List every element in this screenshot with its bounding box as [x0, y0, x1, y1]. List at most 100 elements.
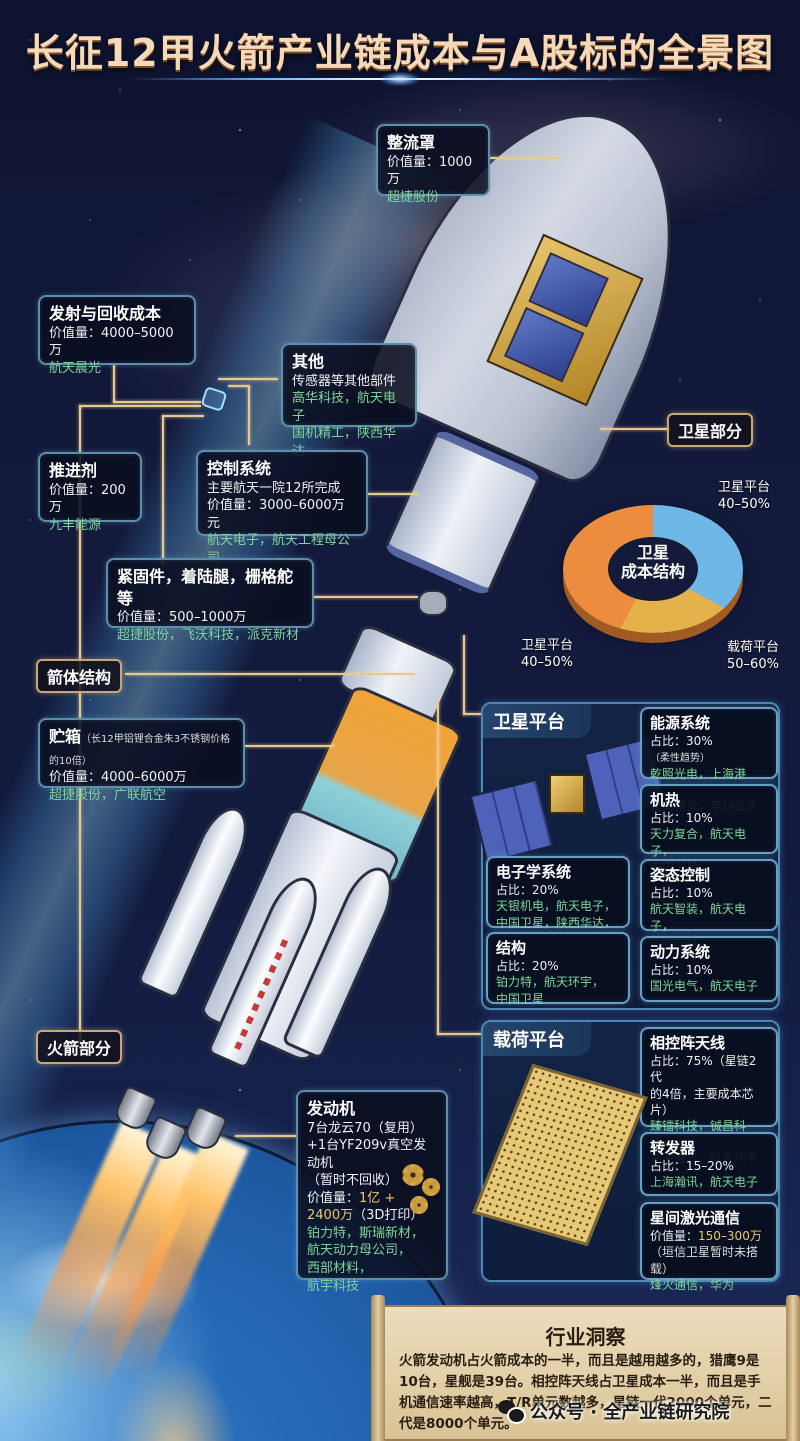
center-line: 成本结构 [620, 562, 685, 582]
label-value: 40–50% [521, 654, 573, 670]
propellant-card: 推进剂 价值量：200万 九丰能源 [38, 452, 142, 533]
company-list: 航天智装，航天电子， [650, 902, 747, 933]
connector-line [125, 673, 415, 675]
company-list: 中国卫星 [496, 991, 545, 1006]
subsystem-name: 结构 [496, 939, 527, 957]
center-line: 卫星 [636, 543, 669, 562]
company-list: 超捷股份 [387, 189, 440, 205]
value-line: 价值量：1亿 + [307, 1190, 437, 1208]
subsystem-name: 转发器 [650, 1139, 696, 1157]
satellite-bus-illustration [549, 774, 585, 814]
solar-panel-illustration [469, 778, 555, 864]
satellite-cost-donut-chart: 卫星 成本结构 [555, 505, 745, 635]
ratio-label: 占比： [496, 883, 533, 898]
value-amount: 200万 [49, 482, 126, 516]
tag-satellite-section: 卫星部分 [667, 413, 754, 447]
card-title: 推进剂 [49, 461, 98, 480]
ratio-value: 30% [686, 734, 713, 749]
company-list: 国光电气，航天电子 [650, 979, 759, 994]
card-title: 控制系统 [207, 459, 272, 478]
ratio-line: 占比：20% [496, 882, 620, 898]
engine-desc: （暂时不回收） [307, 1173, 399, 1189]
value-label: 价值量： [387, 154, 440, 170]
label-value: 50–60% [727, 656, 779, 672]
company-list: 中国卫星，陕西华达， [496, 915, 617, 930]
company-list: 天力复合，航天电子， [650, 827, 747, 858]
company-list: 高华科技，航天电子 [292, 391, 397, 424]
value-label: 价值量： [117, 610, 170, 626]
value-amount: 4000–6000万 [101, 770, 187, 786]
subsystem-name: 星间激光通信 [650, 1209, 741, 1227]
description: 主要航天一院12所完成 [207, 480, 341, 496]
payload-platform-panel: 载荷平台 相控阵天线 占比：75%（星链2代 的4倍，主要成本芯片） 臻镭科技，… [481, 1020, 780, 1292]
card-title: 发射与回收成本 [49, 304, 162, 323]
ratio-note: 的4倍，主要成本芯片） [650, 1086, 754, 1117]
connector-line [113, 363, 115, 403]
company-list: 九丰能源 [49, 517, 102, 533]
gear-icon [422, 1178, 440, 1196]
ratio-label: 占比： [650, 886, 687, 901]
company-list: 超捷股份，广联航空 [49, 787, 167, 803]
fairing-card: 整流罩 价值量：1000万 超捷股份 [376, 124, 490, 205]
card-title: 贮箱（长12甲铝锂合金朱3不锈钢价格的10倍） [49, 726, 234, 769]
title-glow-divider [130, 72, 670, 86]
ratio-label: 占比： [650, 734, 687, 749]
ratio-line: 占比：10% [650, 885, 768, 901]
subsystem-name: 能源系统 [650, 714, 711, 732]
value-label: 价值量： [49, 770, 102, 786]
value-note: （3D打印） [353, 1208, 424, 1224]
ratio-line: 占比：10% [650, 962, 768, 978]
label-name: 卫星平台 [521, 638, 574, 653]
label-name: 卫星平台 [718, 480, 771, 495]
connector-line [218, 378, 278, 380]
value-label: 价值量： [307, 1190, 360, 1206]
connector-line [368, 493, 418, 495]
donut-ring [563, 505, 743, 633]
connector-line [437, 700, 439, 1035]
value-amount: 3000–6000万元 [207, 498, 345, 531]
value-amount: 2400万 [307, 1208, 354, 1224]
ratio-value: 20% [532, 959, 559, 974]
connector-line [490, 157, 560, 159]
subsystem-card: 转发器 占比：15–20% 上海瀚讯，航天电子 [640, 1132, 778, 1196]
ratio-value: 75%（星链2代 [650, 1054, 757, 1085]
ratio-label: 占比： [650, 811, 687, 826]
title-text: 贮箱 [49, 727, 82, 746]
connector-line [228, 385, 250, 387]
value-amount: 4000–5000万 [49, 325, 174, 359]
ratio-note: （柔性趋势） [650, 753, 710, 765]
subsystem-name: 电子学系统 [496, 863, 572, 881]
value-line: 价值量：4000–6000万 [49, 769, 234, 787]
company-list: 铂力特，斯瑞新材， [307, 1225, 425, 1241]
ratio-value: 10% [686, 811, 713, 826]
subsystem-name: 机热 [650, 791, 681, 809]
connector-line [162, 415, 204, 417]
ratio-line: 占比：15–20% [650, 1158, 768, 1174]
connector-line [113, 401, 201, 403]
ratio-line: 占比：75%（星链2代 [650, 1053, 768, 1085]
panel-title: 载荷平台 [483, 1022, 591, 1056]
connector-line [313, 596, 418, 598]
connector-line [463, 635, 465, 715]
company-list: 航天动力母公司， [307, 1243, 412, 1259]
ratio-value: 15–20% [686, 1159, 734, 1174]
subsystem-name: 相控阵天线 [650, 1034, 726, 1052]
value-label: 价值量： [49, 482, 102, 498]
engine-desc: 7台龙云70（复用） [307, 1120, 423, 1136]
subsystem-card: 电子学系统 占比：20% 天银机电，航天电子， 中国卫星，陕西华达， [486, 856, 630, 930]
company-list: 航宇科技 [307, 1278, 360, 1294]
company-list: 烽火通信，华为 [650, 1277, 735, 1292]
insight-title: 行业洞察 [545, 1325, 626, 1349]
company-list: 铂力特，航天环宇， [496, 975, 605, 990]
others-card: 其他 传感器等其他部件 高华科技，航天电子 国机精工，陕西华达 [281, 343, 417, 459]
card-title: 紧固件，着陆腿，栅格舵等 [117, 567, 294, 608]
gear-icon [410, 1196, 428, 1214]
value-line: 价值量：150–300万 [650, 1228, 768, 1244]
donut-label-bottom-right: 载荷平台 50–60% [727, 640, 779, 674]
card-title: 整流罩 [387, 133, 436, 152]
value-line: 价值量：3000–6000万元 [207, 497, 357, 532]
subsystem-card: 相控阵天线 占比：75%（星链2代 的4倍，主要成本芯片） 臻镭科技，铖昌科技，… [640, 1027, 778, 1165]
ratio-line: 占比：10% [650, 810, 768, 826]
subsystem-card: 星间激光通信 价值量：150–300万 （垣信卫星暂时未搭载） 烽火通信，华为 [640, 1202, 778, 1292]
panel-title: 卫星平台 [483, 704, 591, 738]
